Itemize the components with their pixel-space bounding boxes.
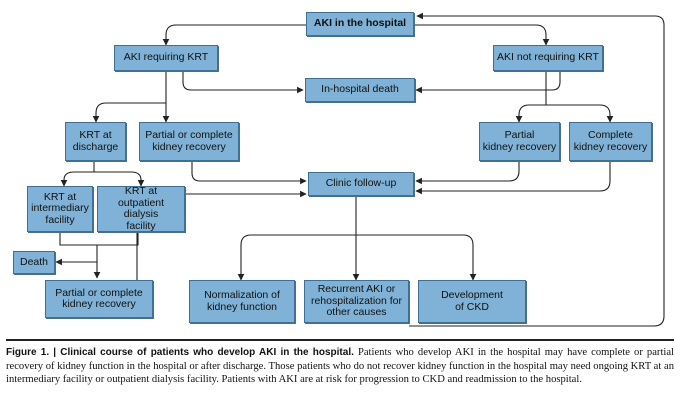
clinic-follow-up-box: Clinic follow-up (308, 172, 414, 196)
krt-outpatient-dialysis-box: KRT at outpatient dialysis facility (97, 185, 185, 232)
partial-complete-recovery-box-2: Partial or complete kidney recovery (45, 280, 153, 318)
in-hospital-death-box: In-hospital death (305, 78, 415, 102)
figure-caption: Figure 1. | Clinical course of patients … (6, 346, 674, 387)
aki-in-hospital-box: AKI in the hospital (306, 12, 414, 36)
krt-intermediary-facility-box: KRT at intermediary facility (27, 186, 93, 232)
normalization-box: Normalization of kidney function (189, 280, 295, 323)
aki-not-requiring-krt-box: AKI not requiring KRT (493, 45, 603, 71)
caption-divider (6, 339, 674, 341)
caption-lead: Figure 1. | Clinical course of patients … (6, 347, 354, 358)
krt-at-discharge-box: KRT at discharge (65, 122, 126, 161)
development-ckd-box: Development of CKD (418, 280, 526, 323)
partial-kidney-recovery-box: Partial kidney recovery (479, 122, 560, 161)
recurrent-aki-box: Recurrent AKI or rehospitalization for o… (304, 280, 409, 323)
caption-body: Patients who develop AKI in the hospital… (6, 347, 674, 385)
connector-arrows (55, 12, 665, 327)
flow-diagram: AKI in the hospital AKI requiring KRT AK… (13, 12, 665, 327)
death-box: Death (13, 251, 55, 274)
partial-complete-recovery-box-1: Partial or complete kidney recovery (139, 122, 239, 161)
aki-requiring-krt-box: AKI requiring KRT (114, 45, 218, 71)
complete-kidney-recovery-box: Complete kidney recovery (569, 122, 652, 161)
